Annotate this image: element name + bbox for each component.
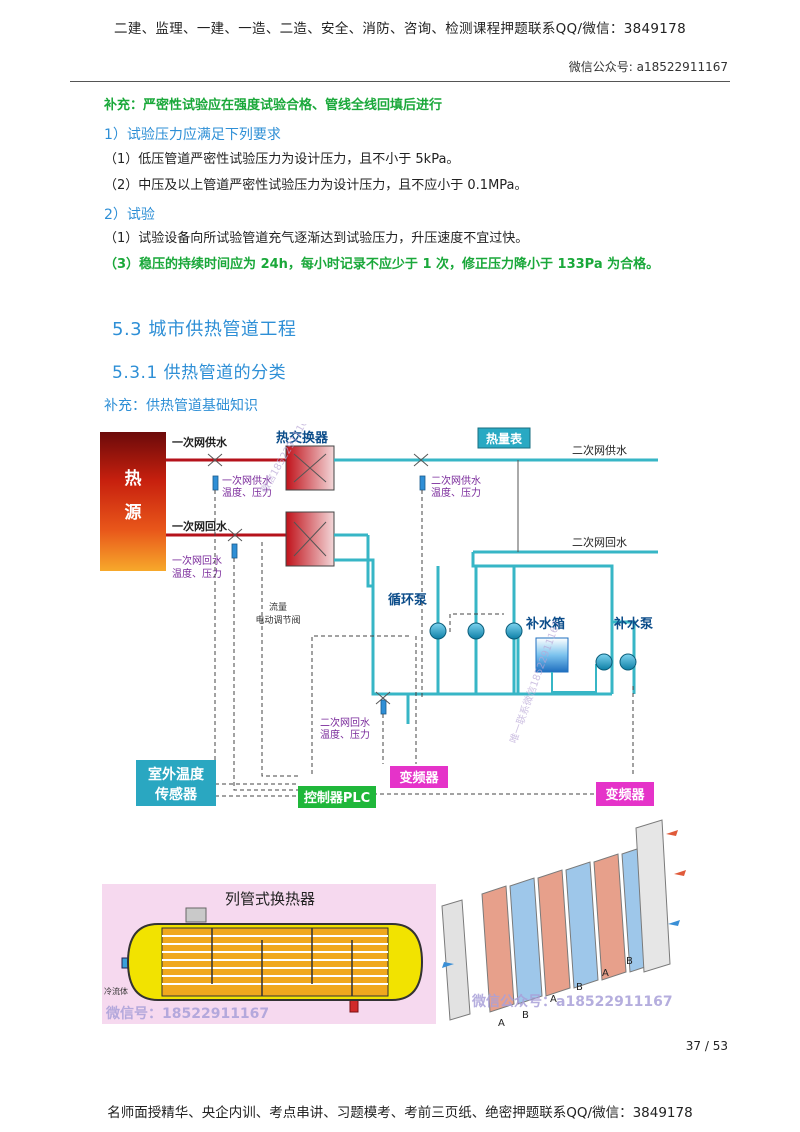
circulation-pump-3 [505,622,523,640]
heat-meter-box [477,427,531,449]
secondary-supply-tp-2: 温度、压力 [431,486,481,499]
primary-supply-tp-2: 温度、压力 [222,486,272,499]
tube-heat-exchanger-image: 列管式换热器 冷流体 微信号：18522911167 [102,884,438,1024]
makeup-tank-label: 补水箱 [525,616,565,632]
makeup-pump-2 [619,653,637,671]
flow-valve-label-1: 流量 [269,601,287,613]
primary-return-tp-2: 温度、压力 [172,567,222,580]
heat-meter-label: 热量表 [486,431,523,446]
subheading-test: 2）试验 [104,207,155,223]
footer-banner: 名师面授精华、央企内训、考点串讲、习题模考、考前三页纸、绝密押题联系QQ/微信：… [107,1105,693,1121]
primary-return-tp-1: 一次网回水 [172,554,222,567]
subsection-heading-classification: 5.3.1 供热管道的分类 [112,363,287,383]
vfd-label-2: 变频器 [605,787,645,803]
vfd-box-1 [390,766,448,788]
secondary-return-tp-2: 温度、压力 [320,728,370,741]
controller-plc-label: 控制器PLC [304,790,370,806]
circulation-pump-2 [467,622,485,640]
tube-exchanger-title: 列管式换热器 [225,890,315,908]
circulation-pump-1 [429,622,447,640]
controller-plc-box [298,786,376,808]
paragraph-inflate: （1）试验设备向所试验管道充气逐渐达到试验压力，升压速度不宜过快。 [104,231,529,246]
watermark-left: 微信号：18522911167 [105,1005,269,1022]
primary-supply-label: 一次网供水 [172,435,228,449]
section-heading-heating-pipes: 5.3 城市供热管道工程 [112,319,297,340]
secondary-return-label: 二次网回水 [572,535,627,549]
plate-label-5: A [602,968,609,979]
page-number: 37 / 53 [685,1039,728,1053]
vfd-box-2 [596,782,654,806]
heat-source-label-2: 源 [125,502,142,523]
heat-source-label-1: 热 [125,468,142,489]
primary-return-label: 一次网回水 [172,519,228,533]
heat-exchanger-label: 热交换器 [276,430,329,446]
plate-heat-exchanger-image: A B A B A B 微信公众号：a18522911167 [436,814,700,1026]
plate-label-4: B [576,982,583,993]
plate-label-3: A [550,994,557,1005]
secondary-supply-tp-1: 二次网供水 [431,474,481,487]
plate-label-6: B [626,956,633,967]
cold-fluid-label: 冷流体 [104,986,128,996]
secondary-supply-label: 二次网供水 [572,443,627,457]
paragraph-medium-pressure: （2）中压及以上管道严密性试验压力为设计压力，且不应小于 0.1MPa。 [104,178,528,193]
makeup-pump-1 [595,653,613,671]
watermark-right: 微信公众号：a18522911167 [471,993,673,1010]
outdoor-sensor-label-2: 传感器 [154,786,198,803]
circulation-pump-label: 循环泵 [388,592,427,608]
heat-source-block [100,432,166,571]
supplement-basics: 补充：供热管道基础知识 [104,398,258,414]
paragraph-low-pressure: （1）低压管道严密性试验压力为设计压力，且不小于 5kPa。 [104,152,460,167]
header-wechat: 微信公众号: a18522911167 [568,60,728,74]
subheading-test-pressure: 1）试验压力应满足下列要求 [104,127,281,143]
vfd-label-1: 变频器 [399,770,439,786]
paragraph-stabilize: （3）稳压的持续时间应为 24h，每小时记录不应少于 1 次，修正压力降小于 1… [104,257,660,272]
outdoor-sensor-label-1: 室外温度 [148,766,205,783]
header-banner: 二建、监理、一建、一造、二造、安全、消防、咨询、检测课程押题联系QQ/微信：38… [114,21,686,37]
supplement-airtight-test: 补充：严密性试验应在强度试验合格、管线全线回填后进行 [104,98,443,113]
outdoor-sensor-box [136,760,216,806]
heating-system-diagram: 热 源 一次网供水 一次网回水 热交换器 热量表 二次网供水 二次网回水 [100,424,658,808]
plate-label-1: A [498,1018,505,1026]
primary-supply-tp-1: 一次网供水 [222,474,272,487]
secondary-return-tp-1: 二次网回水 [320,716,370,729]
header-divider [70,81,730,82]
flow-valve-label-2: 电动调节阀 [255,614,300,626]
makeup-pump-label: 补水泵 [613,616,653,632]
plate-label-2: B [522,1010,529,1021]
